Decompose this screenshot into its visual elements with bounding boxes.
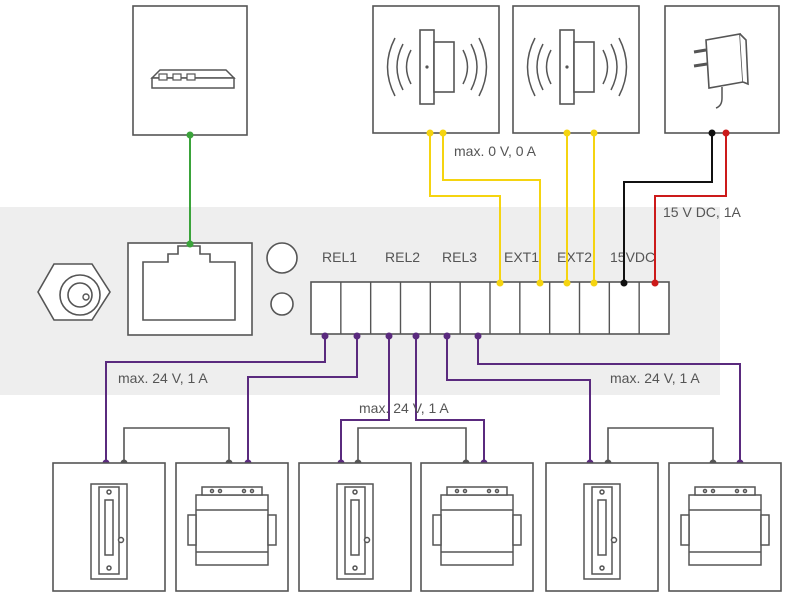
network-switch-icon	[150, 69, 236, 89]
wire-dot	[186, 240, 194, 248]
sensor-1-wires	[429, 133, 541, 283]
power-adapter-box	[664, 5, 780, 134]
power-adapter-icon	[693, 33, 749, 109]
electric-strike-box	[298, 462, 412, 592]
electric-strike-icon	[583, 483, 621, 580]
terminal-label-rel2: REL2	[385, 249, 420, 265]
power-supply-box	[175, 462, 289, 592]
terminal-label-rel3: REL3	[442, 249, 477, 265]
power-positive-wire	[654, 133, 727, 283]
wire-dot	[620, 279, 628, 287]
door-sensor-icon	[386, 29, 488, 105]
door-sensor-box-1	[372, 5, 500, 134]
coax-connector-icon	[37, 263, 111, 321]
electric-strike-icon	[336, 483, 374, 580]
terminal-block	[310, 281, 670, 335]
relay-rating-label-middle: max. 24 V, 1 A	[359, 400, 449, 416]
power-supply-box	[420, 462, 534, 592]
sensor-rating-label: max. 0 V, 0 A	[454, 143, 537, 159]
status-indicator	[266, 242, 298, 274]
terminal-label-15vdc: 15VDC	[610, 249, 655, 265]
ethernet-port-icon	[127, 242, 253, 336]
door-sensor-box-2	[512, 5, 640, 134]
terminal-label-ext1: EXT1	[504, 249, 539, 265]
wire-dot	[722, 129, 730, 137]
electric-strike-box	[545, 462, 659, 592]
power-supply-icon	[432, 486, 522, 566]
power-negative-wire	[623, 133, 713, 283]
electric-strike-icon	[90, 483, 128, 580]
power-supply-box	[668, 462, 782, 592]
wire-dot	[651, 279, 659, 287]
terminal-label-ext2: EXT2	[557, 249, 592, 265]
relay-rating-label-right: max. 24 V, 1 A	[610, 370, 700, 386]
reset-button	[270, 292, 294, 316]
power-rating-label: 15 V DC, 1A	[663, 204, 741, 220]
common-wires	[123, 427, 714, 463]
relay-rating-label-left: max. 24 V, 1 A	[118, 370, 208, 386]
door-sensor-icon	[526, 29, 628, 105]
wire-dot	[186, 131, 194, 139]
power-supply-icon	[680, 486, 770, 566]
sensor-wire-dots	[426, 129, 598, 287]
wire-dot	[708, 129, 716, 137]
sensor-2-wires	[566, 133, 595, 283]
network-switch-box	[132, 5, 248, 136]
terminal-label-rel1: REL1	[322, 249, 357, 265]
power-supply-icon	[187, 486, 277, 566]
relay-wires	[105, 336, 741, 463]
bottom-devices	[52, 462, 782, 592]
electric-strike-box	[52, 462, 166, 592]
